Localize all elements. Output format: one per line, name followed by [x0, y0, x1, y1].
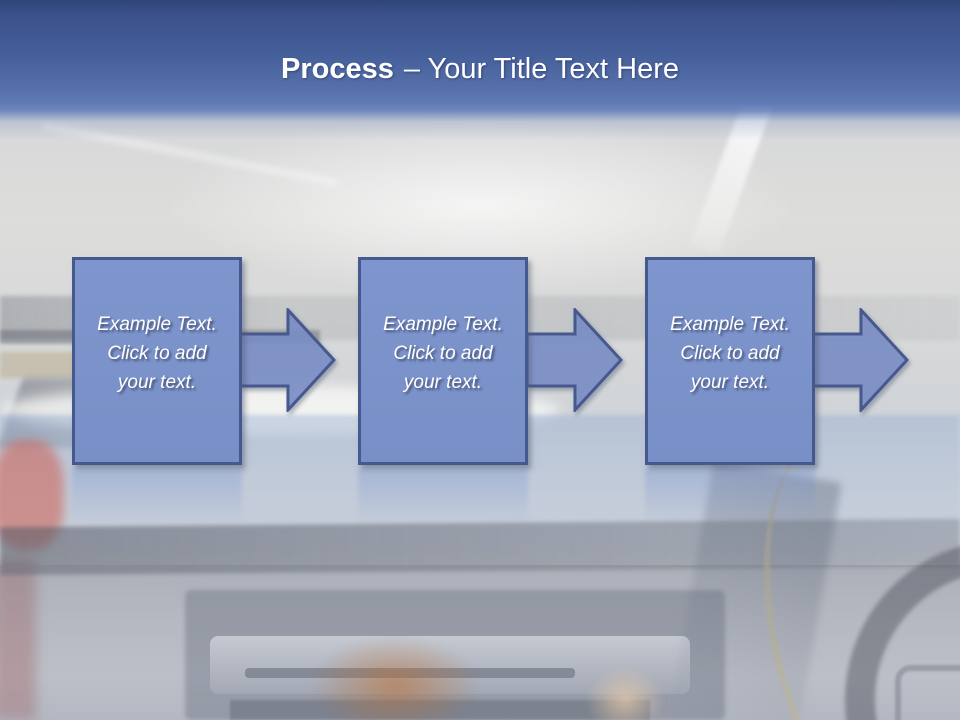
- title-bar: Process – Your Title Text Here: [0, 0, 960, 140]
- bg-console-frame: [895, 665, 960, 720]
- bg-fur-blob: [310, 635, 480, 720]
- bg-button-row: [230, 700, 650, 720]
- step-text-line: Example Text.: [97, 313, 217, 335]
- right-arrow-icon[interactable]: [527, 308, 623, 412]
- step-text-line: your text.: [690, 371, 770, 393]
- bg-dashboard-top: [0, 518, 960, 576]
- step-text-line: your text.: [117, 371, 197, 393]
- bg-red-car-body: [0, 440, 64, 550]
- bg-red-door-edge: [0, 560, 36, 720]
- process-step-box-3[interactable]: Example Text. Click to add your text.: [645, 257, 815, 465]
- bg-door-shadow: [668, 460, 842, 720]
- step-text-line: Click to add: [393, 342, 493, 364]
- slide-title-rest: – Your Title Text Here: [403, 53, 679, 85]
- step-text-line: Example Text.: [383, 313, 503, 335]
- bg-dashboard-body: [0, 565, 960, 720]
- bg-stereo-panel: [185, 590, 725, 720]
- step-reflection: [358, 469, 528, 525]
- bg-stereo-face: [210, 636, 690, 694]
- step-text-line: your text.: [403, 371, 483, 393]
- slide-title[interactable]: Process – Your Title Text Here: [0, 52, 960, 86]
- process-step-box-1[interactable]: Example Text. Click to add your text.: [72, 257, 242, 465]
- step-text-line: Click to add: [680, 342, 780, 364]
- process-step-box-2[interactable]: Example Text. Click to add your text.: [358, 257, 528, 465]
- step-reflection: [72, 469, 242, 525]
- step-reflection: [645, 469, 815, 525]
- right-arrow-icon[interactable]: [240, 308, 336, 412]
- bg-hand-blob: [585, 665, 665, 720]
- slide-title-emphasis: Process: [281, 53, 394, 85]
- bg-stereo-slot: [245, 668, 575, 678]
- bg-steering-wheel: [845, 540, 960, 720]
- step-text-line: Example Text.: [670, 313, 790, 335]
- right-arrow-icon[interactable]: [813, 308, 909, 412]
- step-text-line: Click to add: [107, 342, 207, 364]
